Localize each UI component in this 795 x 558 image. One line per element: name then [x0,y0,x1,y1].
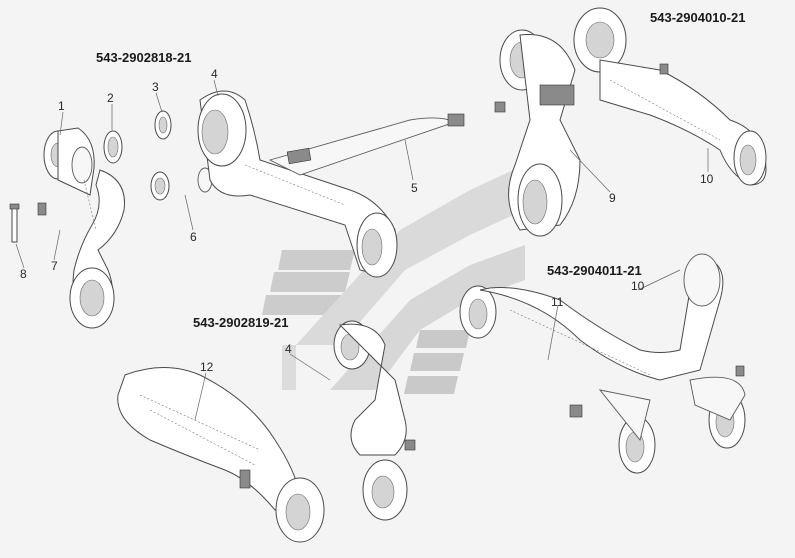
callout-5: 5 [411,181,418,195]
callout-3: 3 [152,80,159,94]
watermark-bar-1 [278,250,355,270]
leader-lines [15,79,709,421]
code-top-right: 543-2904010-21 [650,10,745,25]
callout-10-top: 10 [700,172,714,186]
part-4-5-arm-top [197,90,465,278]
callout-12: 12 [200,360,214,374]
callout-2: 2 [107,91,114,105]
callout-6: 6 [190,230,197,244]
part-6-bushing [150,167,213,201]
callout-1: 1 [58,99,65,113]
callout-7: 7 [51,259,58,273]
part-3-bushing [154,110,172,140]
callout-4-top: 4 [211,67,218,81]
assembly-2902818 [9,110,213,329]
callout-11: 11 [551,295,564,309]
part-1-housing [43,127,95,196]
code-bottom-left: 543-2902819-21 [193,315,288,330]
part-8-bolt [9,202,47,243]
part-2-ring [103,130,123,164]
code-top-left: 543-2902818-21 [96,50,191,65]
watermark-bar-6 [404,376,458,394]
watermark-bar-5 [410,353,464,371]
callout-8: 8 [20,267,27,281]
watermark-bar-4 [416,330,470,348]
callout-9: 9 [609,191,616,205]
watermark-stem [282,345,296,390]
callout-4-bottom: 4 [285,342,292,356]
assembly-2904011 [459,253,746,474]
callout-10-bottom: 10 [631,279,645,293]
part-7-lever [69,169,125,329]
watermark-bar-3 [262,295,342,315]
assembly-2904010 [494,7,767,237]
assembly-2902819 [117,320,416,543]
code-bottom-right: 543-2904011-21 [547,263,642,278]
watermark-chevron-outer [296,160,535,345]
watermark-bar-2 [270,272,350,292]
